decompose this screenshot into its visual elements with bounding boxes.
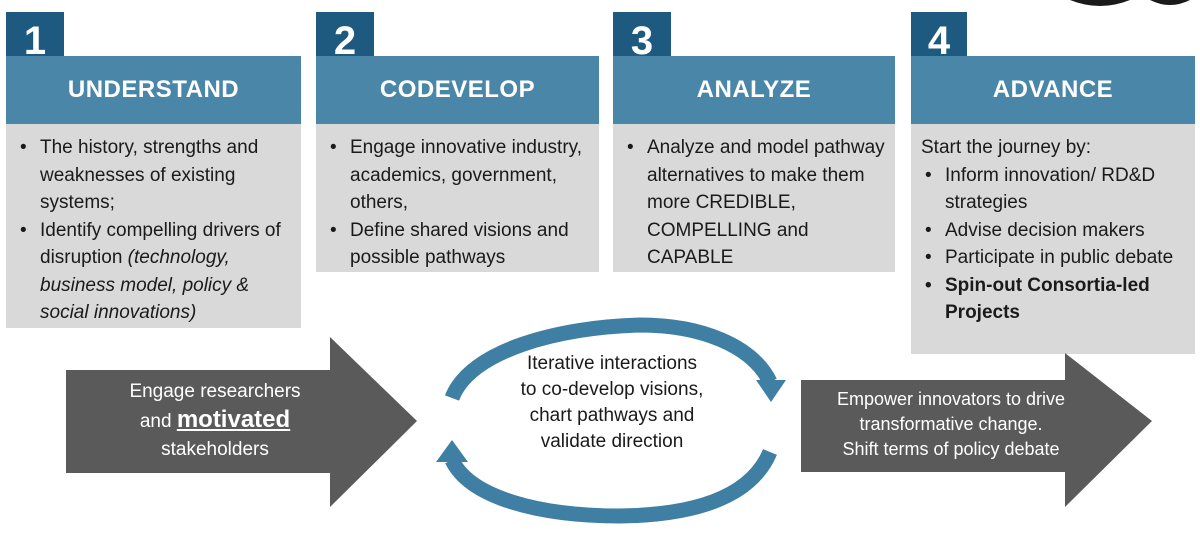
codevelop-item: Engage innovative industry, academics, g… [330, 134, 591, 217]
right-arrow-line: transformative change. [859, 414, 1043, 434]
right-arrow-text: Empower innovators to drive transformati… [806, 387, 1096, 462]
cycle-line: chart pathways and [529, 405, 695, 426]
cycle-arrow-head-right [756, 380, 786, 402]
left-arrow-emphasis: motivated [176, 406, 291, 433]
right-arrow-line: Empower innovators to drive [836, 389, 1066, 409]
right-arrow-line: Shift terms of policy debate [842, 439, 1060, 459]
cycle-line: validate direction [540, 431, 684, 452]
left-arrow-line: Engage researchers [129, 381, 301, 402]
left-arrow-text: Engage researchers and motivated stakeho… [70, 378, 360, 464]
codevelop-item: Define shared visions and possible pathw… [330, 217, 591, 272]
understand-item-text: Identify compelling drivers of disruptio… [40, 219, 281, 269]
cycle-arrow-top [444, 317, 777, 402]
left-arrow-line: stakeholders [161, 439, 269, 460]
cycle-arrow-bottom [445, 448, 777, 524]
step-header-analyze: ANALYZE [613, 56, 895, 124]
step-header-understand: UNDERSTAND [6, 56, 301, 124]
cycle-line: Iterative interactions [526, 353, 698, 374]
cycle-text: Iterative interactions to co-develop vis… [487, 351, 737, 455]
step-body-advance: Start the journey by: Inform innovation/… [911, 124, 1195, 354]
step-body-analyze: Analyze and model pathway alternatives t… [613, 124, 895, 272]
left-arrow [66, 337, 417, 507]
understand-item: Identify compelling drivers of disruptio… [20, 217, 293, 327]
step-body-codevelop: Engage innovative industry, academics, g… [316, 124, 599, 272]
cycle-arrow-head-left [436, 440, 468, 462]
advance-item: Advise decision makers [925, 217, 1187, 245]
advance-item: Inform innovation/ RD&D strategies [925, 162, 1187, 217]
analyze-item: Analyze and model pathway alternatives t… [627, 134, 887, 272]
advance-item: Participate in public debate [925, 244, 1187, 272]
decorative-shape [1070, 0, 1190, 6]
step-header-codevelop: CODEVELOP [316, 56, 599, 124]
right-arrow [801, 353, 1152, 507]
advance-intro: Start the journey by: [921, 137, 1092, 158]
left-arrow-prefix: and [139, 411, 177, 432]
understand-item-italic: (technology, business model, policy & so… [40, 247, 250, 323]
step-header-advance: ADVANCE [911, 56, 1195, 124]
left-arrow-line: and motivated [70, 406, 360, 436]
step-body-understand: The history, strengths and weaknesses of… [6, 124, 301, 328]
understand-item: The history, strengths and weaknesses of… [20, 134, 293, 217]
advance-item: Spin-out Consortia-led Projects [925, 272, 1187, 327]
cycle-line: to co-develop visions, [520, 379, 704, 400]
